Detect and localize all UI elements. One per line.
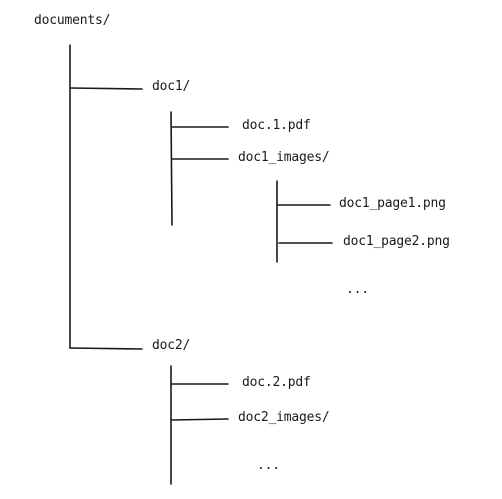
doc2-pdf-file-label: doc.2.pdf [242,375,311,390]
doc1-pdf-file-label: doc.1.pdf [242,118,311,133]
doc1-page1-file-label: doc1_page1.png [339,196,446,211]
root-to-doc1-branch [69,87,143,90]
doc1-images-folder-label: doc1_images/ [238,150,330,165]
doc1-images-ellipsis: ... [346,282,369,297]
doc2-ellipsis: ... [257,458,280,473]
doc2-to-images-branch [170,418,229,421]
doc1-trunk-line [170,111,173,226]
root-folder-label: documents/ [34,13,111,28]
doc2-images-folder-label: doc2_images/ [238,410,330,425]
doc1-page2-file-label: doc1_page2.png [343,234,450,249]
doc1-folder-label: doc1/ [152,79,191,94]
doc2-folder-label: doc2/ [152,338,191,353]
root-to-doc2-branch [69,347,143,350]
